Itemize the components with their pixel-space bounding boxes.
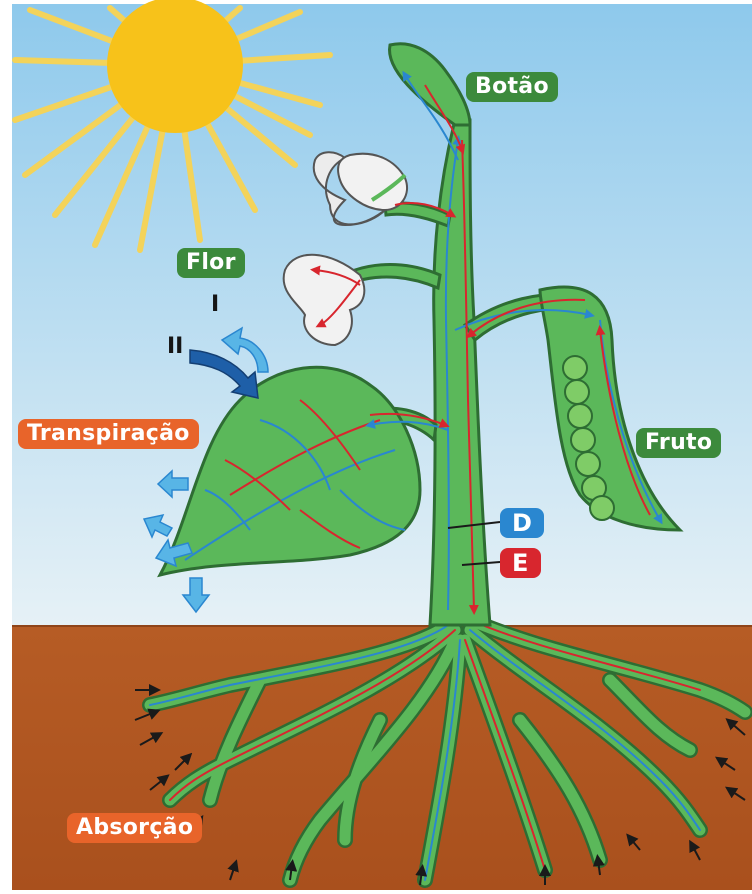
label-flor: Flor xyxy=(177,248,245,278)
sun-disk xyxy=(107,0,243,133)
label-d: D xyxy=(500,508,544,538)
label-absorcao: Absorção xyxy=(67,813,202,843)
label-transpiracao: Transpiração xyxy=(18,419,199,449)
label-botao: Botão xyxy=(466,72,558,102)
label-fruto: Fruto xyxy=(636,428,721,458)
label-e: E xyxy=(500,548,541,578)
label-ii: II xyxy=(167,334,183,359)
label-i: I xyxy=(211,292,219,317)
